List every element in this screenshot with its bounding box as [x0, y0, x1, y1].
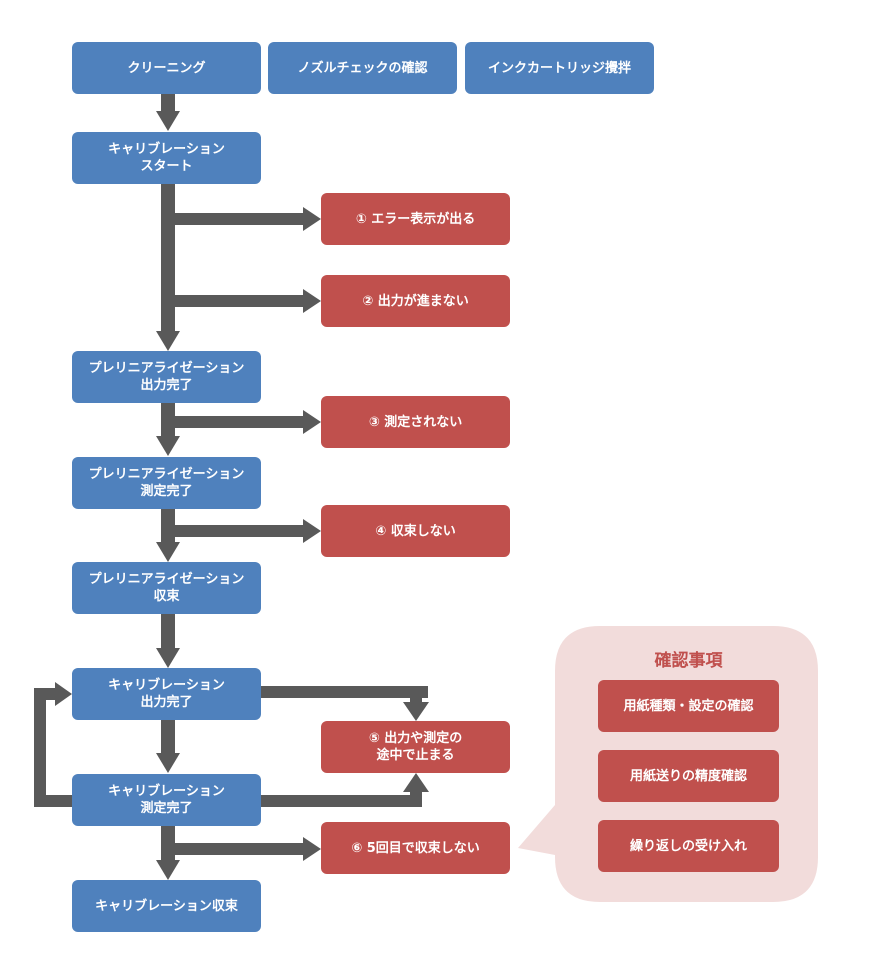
- arrow-shaft: [175, 295, 304, 307]
- error-1: ① エラー表示が出る: [321, 193, 510, 245]
- error-line: ④ 収束しない: [375, 523, 456, 539]
- error-5: ⑤ 出力や測定の途中で止まる: [321, 721, 510, 773]
- step-prelinearization-measure: プレリニアライゼーション測定完了: [72, 457, 261, 509]
- arrow-shaft: [175, 525, 304, 537]
- step-line: 出力完了: [140, 378, 193, 393]
- step-calibration-measure: キャリブレーション測定完了: [72, 774, 261, 826]
- error-line: ③ 測定されない: [368, 414, 463, 430]
- step-line: プレリニアライゼーション: [88, 361, 245, 376]
- step-cleaning: クリーニング: [72, 42, 261, 94]
- arrow-shaft: [161, 94, 175, 112]
- arrow-shaft: [161, 614, 175, 649]
- arrow-shaft: [161, 509, 175, 543]
- arrow-shaft: [161, 826, 175, 861]
- arrow-head: [303, 207, 321, 231]
- error-line: ② 出力が進まない: [362, 293, 469, 309]
- step-line: 測定完了: [140, 801, 193, 816]
- arrow-head: [403, 702, 429, 721]
- arrow-head: [156, 542, 180, 562]
- step-line: 収束: [153, 589, 180, 604]
- step-line: キャリブレーション: [108, 784, 225, 799]
- step-prelinearization-output: プレリニアライゼーション出力完了: [72, 351, 261, 403]
- arrow-head: [156, 860, 180, 880]
- arrow-head: [156, 753, 180, 773]
- arrow-shaft: [261, 686, 428, 698]
- error-line: 途中で止まる: [376, 748, 455, 763]
- arrow-shaft: [175, 213, 304, 225]
- step-line: キャリブレーション: [108, 678, 225, 693]
- step-calibration-output: キャリブレーション出力完了: [72, 668, 261, 720]
- arrow-head: [55, 682, 72, 706]
- arrow-shaft: [410, 790, 422, 807]
- step-nozzle-check: ノズルチェックの確認: [268, 42, 457, 94]
- error-line: ⑥ 5回目で収束しない: [351, 840, 480, 856]
- arrow-shaft: [175, 843, 304, 855]
- error-2: ② 出力が進まない: [321, 275, 510, 327]
- arrow-shaft: [161, 720, 175, 754]
- step-line: プレリニアライゼーション: [88, 572, 245, 587]
- arrow-head: [403, 773, 429, 792]
- arrow-shaft: [175, 416, 304, 428]
- arrow-head: [303, 519, 321, 543]
- checklist-title: 確認事項: [654, 651, 723, 671]
- arrow-head: [303, 410, 321, 434]
- step-prelinearization-converge: プレリニアライゼーション収束: [72, 562, 261, 614]
- arrow-head: [156, 648, 180, 668]
- step-calibration-start: キャリブレーションスタート: [72, 132, 261, 184]
- arrow-shaft: [161, 403, 175, 437]
- step-line: キャリブレーション収束: [95, 898, 238, 914]
- error-line: ① エラー表示が出る: [355, 211, 476, 227]
- error-line: ⑤ 出力や測定の: [368, 731, 463, 746]
- step-line: 出力完了: [140, 695, 193, 710]
- step-line: 測定完了: [140, 484, 193, 499]
- step-ink-agitation: インクカートリッジ攪拌: [465, 42, 654, 94]
- step-calibration-converge: キャリブレーション収束: [72, 880, 261, 932]
- arrow-shaft: [410, 686, 422, 704]
- error-4: ④ 収束しない: [321, 505, 510, 557]
- arrow-shaft: [161, 184, 175, 332]
- step-line: キャリブレーション: [108, 142, 225, 157]
- arrow-head: [156, 111, 180, 131]
- step-line: スタート: [140, 159, 193, 174]
- arrow-head: [156, 436, 180, 456]
- step-line: プレリニアライゼーション: [88, 467, 245, 482]
- checklist-item-repeat: 繰り返しの受け入れ: [598, 820, 779, 872]
- arrow-shaft: [34, 688, 56, 700]
- checklist-item-paper-type: 用紙種類・設定の確認: [598, 680, 779, 732]
- arrow-shaft: [261, 795, 422, 807]
- arrow-shaft: [34, 688, 46, 807]
- arrow-head: [303, 837, 321, 861]
- arrow-head: [156, 331, 180, 351]
- checklist-item-paper-feed: 用紙送りの精度確認: [598, 750, 779, 802]
- error-6: ⑥ 5回目で収束しない: [321, 822, 510, 874]
- error-3: ③ 測定されない: [321, 396, 510, 448]
- arrow-head: [303, 289, 321, 313]
